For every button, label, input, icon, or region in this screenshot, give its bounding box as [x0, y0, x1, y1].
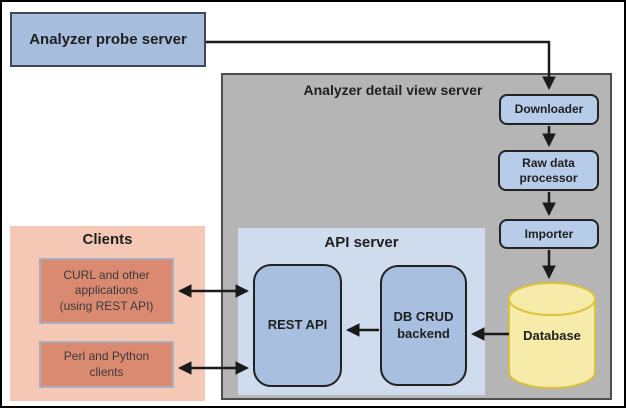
- perl-clients-label: Perl and Python clients: [63, 348, 150, 379]
- perl-clients-box: Perl and Python clients: [39, 341, 174, 388]
- rest-api-label: REST API: [267, 317, 328, 333]
- importer-label: Importer: [524, 226, 574, 241]
- db-crud-backend-box: DB CRUD backend: [380, 265, 467, 386]
- api-server-title: API server: [324, 234, 399, 251]
- importer-box: Importer: [499, 219, 599, 249]
- raw-data-processor-box: Raw data processor: [498, 150, 599, 191]
- analyzer-probe-server-label: Analyzer probe server: [29, 31, 187, 48]
- downloader-label: Downloader: [514, 102, 584, 116]
- database-label: Database: [523, 328, 581, 343]
- db-crud-backend-label: DB CRUD backend: [393, 308, 454, 341]
- curl-clients-label: CURL and other applications (using REST …: [59, 267, 154, 313]
- clients-title: Clients: [82, 231, 133, 248]
- curl-clients-box: CURL and other applications (using REST …: [39, 258, 174, 324]
- analyzer-probe-server-box: Analyzer probe server: [10, 12, 206, 67]
- downloader-box: Downloader: [499, 94, 599, 125]
- analyzer-detail-view-server-title: Analyzer detail view server: [303, 82, 483, 98]
- rest-api-box: REST API: [253, 264, 342, 387]
- raw-data-processor-label: Raw data processor: [519, 155, 578, 185]
